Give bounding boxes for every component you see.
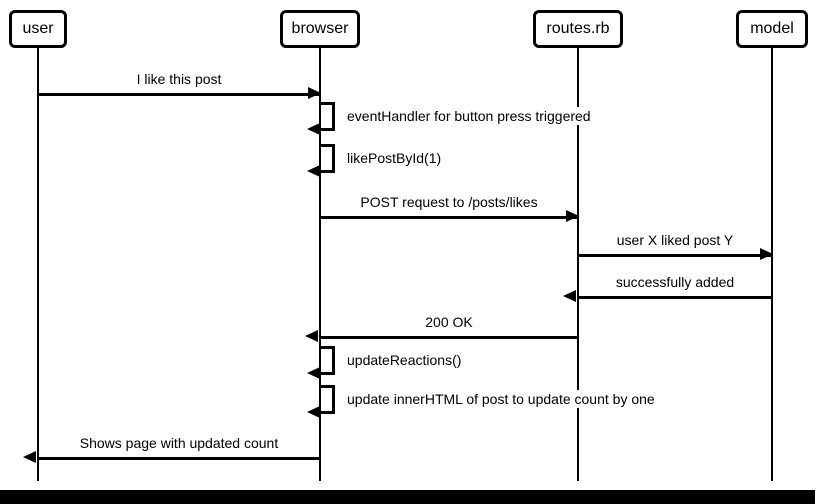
message-line <box>578 253 772 257</box>
arrowhead-left-icon <box>305 330 318 342</box>
message-label: 200 OK <box>420 313 478 331</box>
message-label: updateReactions() <box>342 351 467 369</box>
window-bottom-edge <box>0 490 815 504</box>
lifeline-browser <box>319 46 321 481</box>
message-label: POST request to /posts/likes <box>355 193 543 211</box>
participant-box-routes-rb: routes.rb <box>533 10 623 48</box>
message-line <box>38 456 320 460</box>
participant-label: user <box>22 20 54 37</box>
message-label: eventHandler for button press triggered <box>342 107 596 125</box>
arrowhead-left-icon <box>563 290 576 302</box>
message-line <box>578 295 772 299</box>
self-message-loop <box>320 384 335 414</box>
arrowhead-left-icon <box>307 123 320 135</box>
participant-box-user: user <box>9 10 67 48</box>
lifeline-user <box>37 46 39 481</box>
message-line <box>320 335 578 339</box>
participant-label: browser <box>291 20 349 37</box>
participant-label: model <box>750 20 794 37</box>
message-label: likePostById(1) <box>342 149 447 167</box>
lifeline-model <box>771 46 773 481</box>
arrowhead-left-icon <box>307 406 320 418</box>
message-label: update innerHTML of post to update count… <box>342 390 660 408</box>
lifeline-routes-rb <box>577 46 579 481</box>
participant-label: routes.rb <box>546 20 610 37</box>
arrowhead-right-icon <box>308 87 321 99</box>
message-label: user X liked post Y <box>611 231 739 249</box>
arrowhead-right-icon <box>760 248 773 260</box>
message-line <box>38 92 320 96</box>
message-line <box>320 215 578 219</box>
participant-box-model: model <box>736 10 808 48</box>
message-label: Shows page with updated count <box>74 434 284 452</box>
arrowhead-left-icon <box>23 451 36 463</box>
message-label: successfully added <box>610 273 740 291</box>
self-message-loop <box>320 101 335 131</box>
participant-box-browser: browser <box>280 10 360 48</box>
arrowhead-left-icon <box>307 165 320 177</box>
message-label: I like this post <box>131 70 227 88</box>
arrowhead-left-icon <box>307 367 320 379</box>
arrowhead-right-icon <box>566 210 579 222</box>
self-message-loop <box>320 143 335 173</box>
self-message-loop <box>320 345 335 375</box>
